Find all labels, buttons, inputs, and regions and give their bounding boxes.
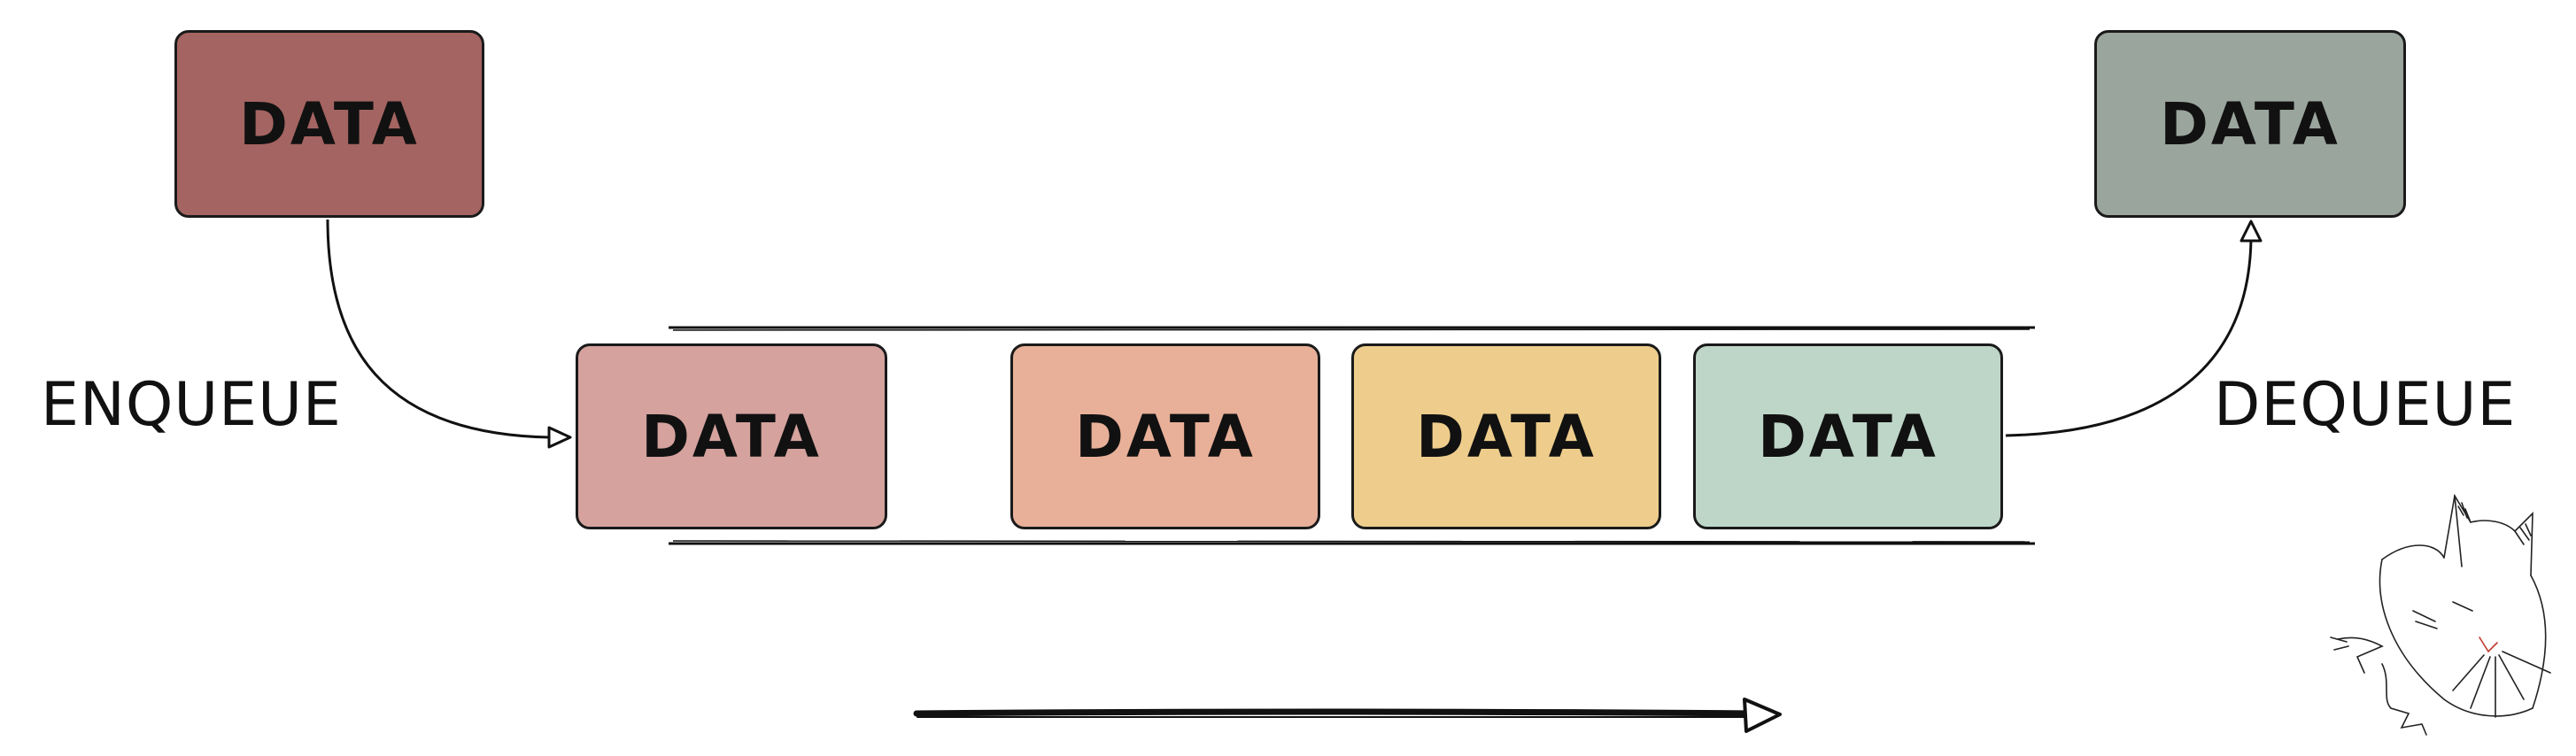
enqueue-arrowhead [547, 426, 572, 449]
arrow-right-icon [913, 698, 1782, 733]
queue-box-3: DATA [1351, 343, 1661, 529]
queue-top-rail-sketch [672, 328, 2031, 331]
enqueue-arrow [326, 219, 550, 439]
queue-bottom-rail-sketch [672, 540, 2031, 543]
dequeue-arrowhead [2239, 220, 2263, 243]
queue-box-1-text: DATA [641, 402, 822, 471]
queue-box-1: DATA [576, 343, 887, 529]
queue-box-4: DATA [1693, 343, 2003, 529]
outgoing-data-text: DATA [2160, 89, 2340, 158]
queue-box-4-text: DATA [1758, 402, 1938, 471]
dequeue-label: DEQUEUE [2214, 370, 2517, 440]
incoming-data-text: DATA [239, 89, 420, 158]
queue-box-2: DATA [1010, 343, 1320, 529]
dequeue-arrow [2005, 238, 2253, 437]
outgoing-data-box: DATA [2094, 30, 2406, 218]
enqueue-label: ENQUEUE [41, 370, 342, 440]
incoming-data-box: DATA [174, 30, 484, 218]
queue-box-3-text: DATA [1416, 402, 1597, 471]
sleeping-cat-icon [2330, 493, 2551, 736]
queue-box-2-text: DATA [1075, 402, 1256, 471]
